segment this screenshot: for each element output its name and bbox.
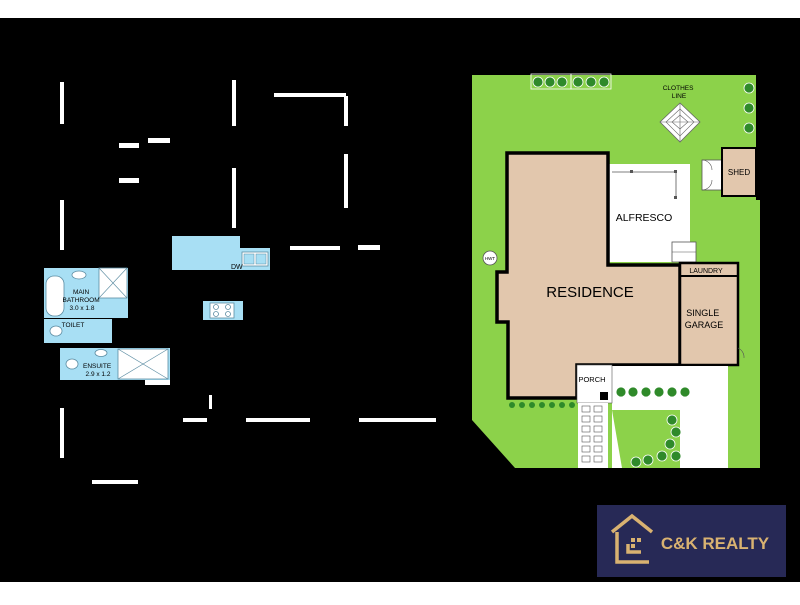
- main-bathroom: MAIN BATHROOM 3.0 x 1.8: [44, 267, 128, 318]
- shed-label: SHED: [728, 168, 750, 177]
- floor-plan: DW MAIN BATHROOM 3.0 x 1.8: [44, 80, 436, 484]
- site-plan: CLOTHES LINE SHED ALFRESCO RESIDENCE: [472, 73, 760, 468]
- porch: PORCH: [576, 364, 613, 404]
- porch-label: PORCH: [578, 375, 605, 384]
- shed: SHED: [701, 147, 757, 197]
- brand-name: C&K REALTY: [661, 534, 770, 553]
- toilet-icon: [49, 325, 63, 337]
- bathtub-icon: [45, 275, 65, 317]
- brand-badge: C&K REALTY: [597, 505, 786, 577]
- toilet-label: TOILET: [62, 322, 85, 329]
- burner-icon: [213, 311, 219, 317]
- laundry-label: LAUNDRY: [689, 268, 723, 275]
- bottom-frame: [0, 582, 800, 600]
- basin-icon: [71, 270, 87, 280]
- clothes-line: CLOTHES LINE: [659, 85, 701, 143]
- toilet-icon: [65, 358, 79, 370]
- burner-icon: [225, 304, 231, 310]
- ensuite: ENSUITE 2.9 x 1.2: [60, 348, 170, 380]
- side-hedge: [743, 82, 755, 134]
- laundry-garage: LAUNDRY SINGLE GARAGE: [678, 261, 745, 367]
- alfresco: ALFRESCO: [608, 164, 697, 263]
- top-hedge: [530, 73, 612, 90]
- cooktop: [203, 301, 243, 320]
- burner-icon: [213, 304, 219, 310]
- hwt-label: HWT: [485, 256, 495, 261]
- driveway-hedge: [615, 386, 691, 398]
- clothes-line-label: CLOTHES LINE: [663, 85, 696, 100]
- front-garden-shrubs: [630, 414, 682, 468]
- dishwasher-label: DW: [231, 264, 243, 271]
- wall-fragments: [60, 80, 436, 484]
- hot-water-tank: HWT: [482, 250, 498, 266]
- path-pavers: [581, 405, 603, 463]
- residence-label: RESIDENCE: [546, 284, 634, 301]
- front-border-shrubs: [509, 402, 575, 408]
- basin-icon: [94, 349, 108, 357]
- toilet-room: TOILET: [44, 319, 112, 343]
- top-frame: [0, 0, 800, 18]
- burner-icon: [225, 311, 231, 317]
- garage-label: SINGLE GARAGE: [685, 308, 724, 330]
- kitchen-counter: DW: [172, 236, 270, 271]
- house-logo-icon: [610, 513, 654, 564]
- ensuite-name: ENSUITE 2.9 x 1.2: [83, 363, 113, 378]
- main-bathroom-name: MAIN BATHROOM 3.0 x 1.8: [63, 289, 102, 312]
- alfresco-label: ALFRESCO: [616, 212, 673, 224]
